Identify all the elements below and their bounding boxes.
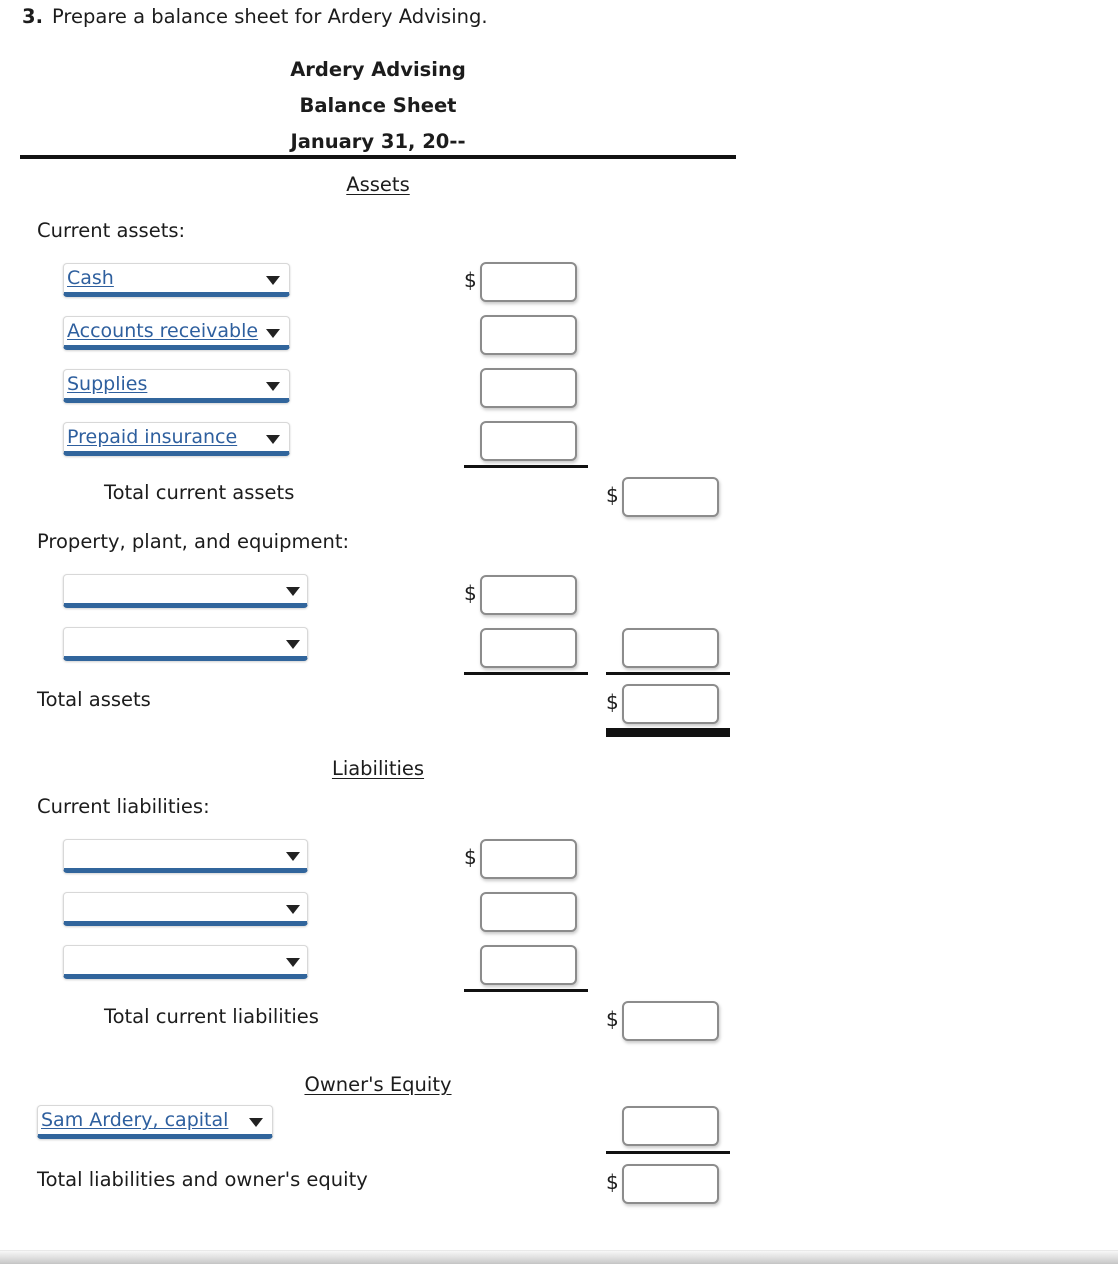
- horizontal-scrollbar[interactable]: [0, 1250, 1118, 1265]
- ppe-label: Property, plant, and equipment:: [37, 530, 350, 553]
- ppe-header-row: Property, plant, and equipment:: [0, 525, 1118, 571]
- liability-amount-input-3[interactable]: [480, 945, 577, 985]
- ppe-amount-input-1[interactable]: [480, 575, 577, 615]
- liabilities-heading-row: Liabilities: [0, 730, 1118, 790]
- asset-amount-input-4[interactable]: [480, 421, 577, 461]
- dollar-sign: $: [606, 690, 619, 714]
- equity-amount-input-1[interactable]: [622, 1106, 719, 1146]
- liability-account-select-2-wrap: Accounts payableWages payableUnearned re…: [63, 892, 308, 926]
- asset-amount-input-1[interactable]: [480, 262, 577, 302]
- dollar-sign: $: [606, 1007, 619, 1031]
- equity-account-select-1[interactable]: Sam Ardery, capitalSam Ardery, drawing: [37, 1105, 273, 1139]
- question-prompt: 3. Prepare a balance sheet for Ardery Adv…: [22, 4, 488, 30]
- ppe-total-input[interactable]: [622, 628, 719, 668]
- total-current-liabilities-row: Total current liabilities $: [0, 995, 1118, 1048]
- owners-equity-heading-row: Owner's Equity: [0, 1048, 1118, 1104]
- liability-account-select-3[interactable]: Accounts payableWages payableUnearned re…: [63, 945, 308, 979]
- ppe-account-select-2-wrap: LandOffice equipmentAccumulated deprecia…: [63, 627, 308, 661]
- liability-account-select-1-wrap: Accounts payableWages payableUnearned re…: [63, 839, 308, 873]
- asset-amount-input-2[interactable]: [480, 315, 577, 355]
- total-liab-and-oe-row: Total liabilities and owner's equity $: [0, 1157, 1118, 1210]
- page-bottom-filler: [0, 1264, 1118, 1282]
- dollar-sign: $: [464, 845, 477, 869]
- total-current-assets-row: Total current assets $: [0, 472, 1118, 525]
- liability-row-2: Accounts payableWages payableUnearned re…: [0, 889, 1118, 942]
- ppe-row-1: LandOffice equipmentAccumulated deprecia…: [0, 571, 1118, 624]
- current-liabilities-label: Current liabilities:: [37, 795, 210, 818]
- ppe-account-select-1-wrap: LandOffice equipmentAccumulated deprecia…: [63, 574, 308, 608]
- equity-row-1: Sam Ardery, capitalSam Ardery, drawing: [0, 1104, 1118, 1157]
- total-assets-input[interactable]: [622, 684, 719, 724]
- liability-row-1: Accounts payableWages payableUnearned re…: [0, 836, 1118, 889]
- dollar-sign: $: [606, 1170, 619, 1194]
- ppe-account-select-1[interactable]: LandOffice equipmentAccumulated deprecia…: [63, 574, 308, 608]
- total-current-liabilities-label: Total current liabilities: [104, 1005, 319, 1028]
- total-current-liabilities-input[interactable]: [622, 1001, 719, 1041]
- current-liabilities-header-row: Current liabilities:: [0, 790, 1118, 836]
- current-assets-header-row: Current assets:: [0, 214, 1118, 260]
- ppe-col1-rule: [464, 672, 588, 675]
- total-liab-and-oe-label: Total liabilities and owner's equity: [37, 1168, 368, 1191]
- header-rule: [20, 155, 736, 159]
- ppe-amount-input-2[interactable]: [480, 628, 577, 668]
- statement-header: Ardery Advising Balance Sheet January 31…: [20, 52, 736, 160]
- asset-amount-input-3[interactable]: [480, 368, 577, 408]
- total-assets-row: Total assets $: [0, 677, 1118, 737]
- dollar-sign: $: [464, 268, 477, 292]
- total-liab-and-oe-input[interactable]: [622, 1164, 719, 1204]
- dollar-sign: $: [464, 581, 477, 605]
- current-liabilities-subtotal-rule: [464, 989, 588, 992]
- statement-date: January 31, 20--: [290, 130, 466, 153]
- current-assets-label: Current assets:: [37, 219, 186, 242]
- liabilities-section-heading: Liabilities: [331, 757, 425, 780]
- total-assets-label: Total assets: [37, 688, 151, 711]
- dollar-sign: $: [606, 483, 619, 507]
- total-assets-double-rule: [606, 728, 730, 737]
- liability-account-select-3-wrap: Accounts payableWages payableUnearned re…: [63, 945, 308, 979]
- owners-equity-section-heading: Owner's Equity: [304, 1073, 452, 1096]
- question-text: Prepare a balance sheet for Ardery Advis…: [51, 5, 488, 28]
- question-number: 3.: [22, 5, 43, 28]
- liability-account-select-1[interactable]: Accounts payableWages payableUnearned re…: [63, 839, 308, 873]
- liability-amount-input-2[interactable]: [480, 892, 577, 932]
- liability-row-3: Accounts payableWages payableUnearned re…: [0, 942, 1118, 995]
- total-current-assets-input[interactable]: [622, 477, 719, 517]
- scrollbar-thumb[interactable]: [0, 1251, 1118, 1265]
- ppe-col2-rule: [606, 672, 730, 675]
- total-current-assets-label: Total current assets: [104, 481, 295, 504]
- company-name: Ardery Advising: [290, 58, 466, 81]
- assets-heading-row: Assets: [0, 168, 1118, 214]
- ppe-account-select-2[interactable]: LandOffice equipmentAccumulated deprecia…: [63, 627, 308, 661]
- liability-account-select-2[interactable]: Accounts payableWages payableUnearned re…: [63, 892, 308, 926]
- assets-section-heading: Assets: [346, 173, 410, 196]
- equity-account-select-1-wrap: Sam Ardery, capitalSam Ardery, drawing: [37, 1105, 273, 1139]
- liability-amount-input-1[interactable]: [480, 839, 577, 879]
- equity-subtotal-rule: [606, 1151, 730, 1154]
- current-assets-subtotal-rule: [464, 465, 588, 468]
- worksheet-page: 3. Prepare a balance sheet for Ardery Adv…: [0, 4, 1118, 1210]
- statement-title: Balance Sheet: [299, 94, 457, 117]
- ppe-row-2: LandOffice equipmentAccumulated deprecia…: [0, 624, 1118, 677]
- balance-sheet-body: Assets Current assets: CashAccounts rece…: [0, 168, 1118, 1210]
